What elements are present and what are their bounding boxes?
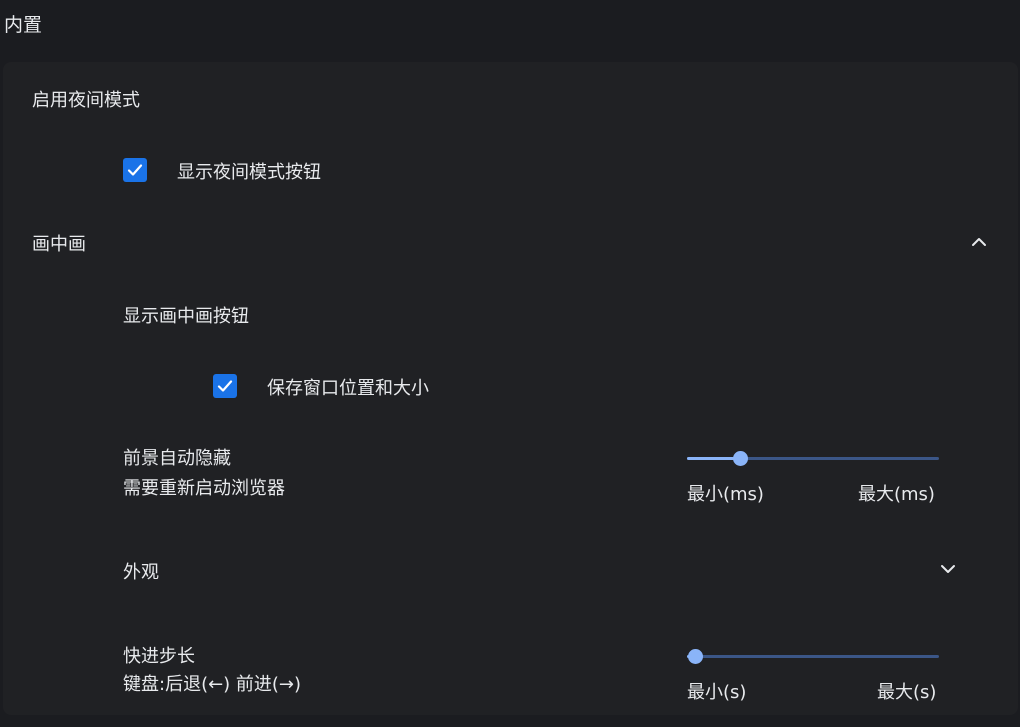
slider-thumb[interactable] bbox=[733, 451, 748, 466]
seek-step-slider[interactable] bbox=[687, 647, 939, 667]
pip-title: 画中画 bbox=[32, 234, 86, 255]
autohide-max-label: 最大(ms) bbox=[858, 484, 935, 505]
seek-step-title: 快进步长 bbox=[123, 646, 195, 667]
seek-step-max-label: 最大(s) bbox=[877, 682, 937, 703]
show-night-mode-button-checkbox[interactable] bbox=[123, 158, 147, 182]
show-night-mode-button-label[interactable]: 显示夜间模式按钮 bbox=[177, 162, 321, 183]
checkmark-icon bbox=[217, 380, 233, 392]
autohide-min-label: 最小(ms) bbox=[687, 484, 764, 505]
autohide-title: 前景自动隐藏 bbox=[123, 448, 231, 469]
checkmark-icon bbox=[127, 164, 143, 176]
section-header: 内置 bbox=[4, 14, 43, 36]
seek-step-min-label: 最小(s) bbox=[687, 682, 747, 703]
slider-track bbox=[687, 655, 939, 658]
save-window-checkbox[interactable] bbox=[213, 374, 237, 398]
appearance-title[interactable]: 外观 bbox=[123, 562, 159, 583]
night-mode-title: 启用夜间模式 bbox=[32, 90, 140, 111]
autohide-slider[interactable] bbox=[687, 449, 939, 469]
save-window-label[interactable]: 保存窗口位置和大小 bbox=[267, 378, 429, 399]
slider-thumb[interactable] bbox=[688, 649, 703, 664]
chevron-down-icon[interactable] bbox=[936, 557, 960, 581]
settings-card: 启用夜间模式 显示夜间模式按钮 画中画 显示画中画按钮 保存窗口位置和大小 前景… bbox=[3, 62, 1018, 715]
seek-step-subtitle: 键盘:后退(←) 前进(→) bbox=[123, 674, 302, 695]
chevron-up-icon[interactable] bbox=[967, 230, 991, 254]
autohide-subtitle: 需要重新启动浏览器 bbox=[123, 478, 285, 499]
slider-track bbox=[687, 457, 939, 460]
slider-fill bbox=[687, 457, 740, 460]
pip-show-button-title: 显示画中画按钮 bbox=[123, 306, 249, 327]
